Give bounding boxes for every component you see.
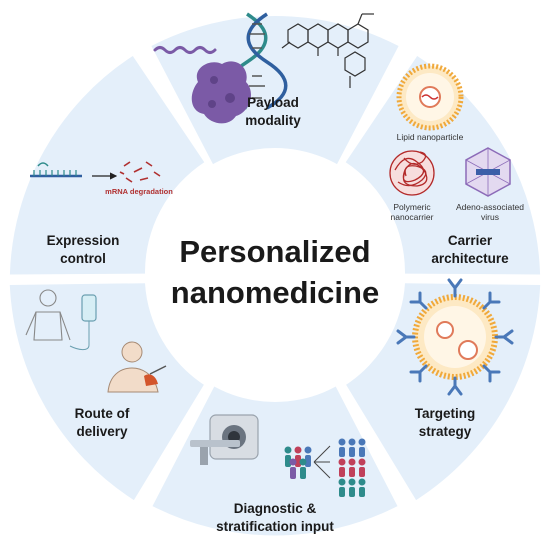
aav-label-line2: virus (481, 212, 499, 222)
targeting-title-line2: strategy (419, 424, 472, 439)
carrier-illustrations: Lipid nanoparticle Polymeric nanocarrier… (389, 63, 524, 266)
center-disc (148, 148, 402, 402)
protein-icon (191, 61, 251, 124)
polymeric-nanocarrier-icon (389, 150, 435, 196)
patient-portrait-icon (107, 341, 167, 393)
route-title-line1: Route of (75, 406, 130, 421)
patient-body-icon (25, 289, 71, 341)
mrna-degradation-label: mRNA degradation (105, 187, 173, 196)
route-illustrations: Route of delivery (25, 289, 167, 439)
polymeric-label-line2: nanocarrier (391, 212, 434, 222)
mrna-transcript-icon (30, 162, 82, 178)
expression-title-line2: control (60, 251, 106, 266)
center-title-line2: nanomedicine (171, 275, 379, 310)
targeting-illustrations: Targeting strategy (396, 278, 514, 439)
diagnostic-title-line2: stratification input (216, 519, 334, 534)
rna-fragments-icon (119, 161, 161, 183)
ct-scanner-icon (190, 414, 259, 465)
aav-capsid-icon (465, 147, 511, 197)
lipid-nanoparticle-label: Lipid nanoparticle (397, 132, 464, 142)
payload-illustrations: Payload modality (153, 12, 374, 128)
lipid-nanoparticle-icon (396, 63, 464, 131)
targeting-title-line1: Targeting (415, 406, 476, 421)
stratified-groups-icon (338, 438, 366, 497)
segment-payload (151, 16, 399, 168)
carrier-title-line1: Carrier (448, 233, 493, 248)
polymeric-label-line1: Polymeric (393, 202, 431, 212)
diagnostic-illustrations: Diagnostic & stratification input (190, 414, 366, 534)
ring (9, 16, 541, 536)
expression-title-line1: Expression (47, 233, 120, 248)
payload-title-line1: Payload (247, 95, 299, 110)
aav-label-line1: Adeno-associated (456, 202, 524, 212)
segment-expression (9, 56, 205, 275)
carrier-title-line2: architecture (431, 251, 509, 266)
stratification-arrows (313, 445, 331, 479)
antibody-icons (396, 278, 514, 396)
rna-strand-icon (153, 46, 217, 54)
segment-carrier (345, 56, 541, 275)
center-title-line1: Personalized (179, 234, 370, 269)
route-title-line2: delivery (76, 424, 128, 439)
patient-population-icon (284, 446, 312, 479)
iv-drip-icon (69, 294, 97, 351)
expression-illustrations: mRNA degradation Expression control (30, 161, 173, 266)
payload-title-line2: modality (245, 113, 301, 128)
diagnostic-title-line1: Diagnostic & (234, 501, 317, 516)
segment-route (9, 283, 204, 501)
small-molecule-icon (281, 13, 374, 88)
